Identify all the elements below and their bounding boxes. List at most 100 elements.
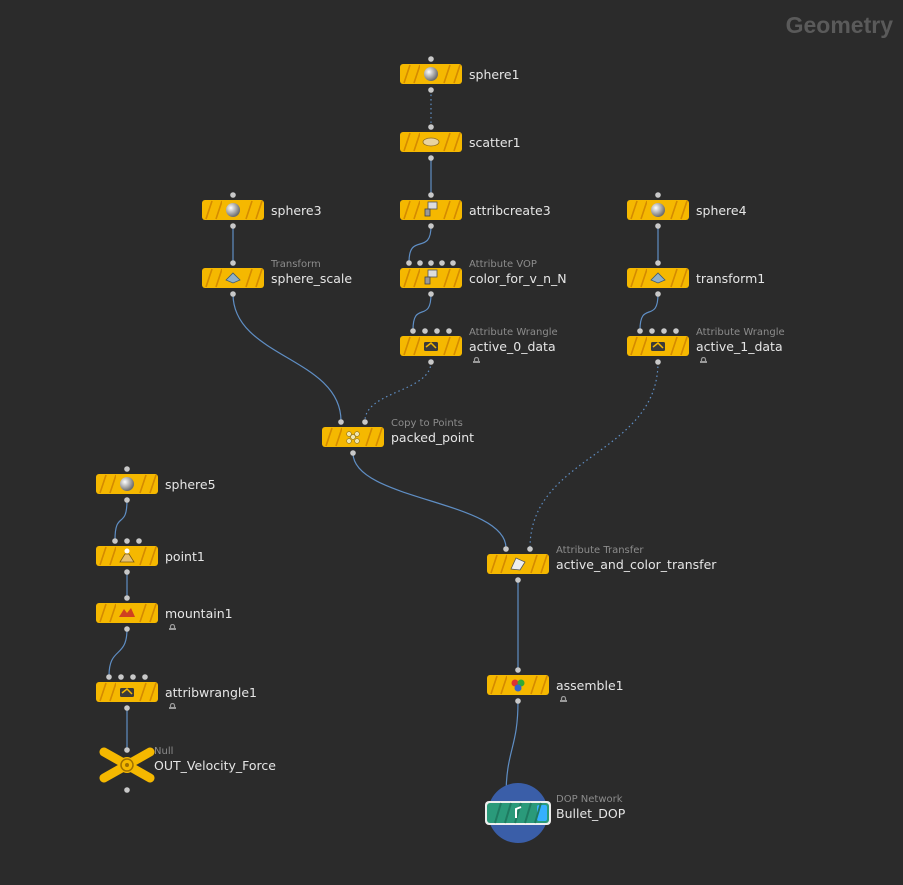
input-port[interactable]	[130, 674, 136, 680]
input-port[interactable]	[362, 419, 368, 425]
input-port[interactable]	[673, 328, 679, 334]
output-port[interactable]	[350, 450, 356, 456]
node-label-attribcreate3[interactable]: attribcreate3	[469, 203, 551, 218]
node-label-scatter1[interactable]: scatter1	[469, 135, 521, 150]
input-port[interactable]	[230, 192, 236, 198]
input-port[interactable]	[637, 328, 643, 334]
node-active_1_data[interactable]	[627, 328, 689, 365]
node-label-sphere3[interactable]: sphere3	[271, 203, 322, 218]
node-label-sphere5[interactable]: sphere5	[165, 477, 216, 492]
node-active_0_data[interactable]	[400, 328, 462, 365]
output-port[interactable]	[655, 223, 661, 229]
input-port[interactable]	[446, 328, 452, 334]
node-Bullet_DOP[interactable]	[485, 783, 551, 843]
output-port[interactable]	[124, 626, 130, 632]
input-port[interactable]	[655, 260, 661, 266]
wire-attribcreate3-to-color_for_v_n_N[interactable]	[408, 225, 432, 263]
input-port[interactable]	[136, 538, 142, 544]
node-packed_point[interactable]	[322, 419, 384, 456]
output-port[interactable]	[428, 155, 434, 161]
node-label-transform1[interactable]: transform1	[696, 271, 766, 286]
output-port[interactable]	[515, 698, 521, 704]
input-port[interactable]	[434, 328, 440, 334]
output-port[interactable]	[124, 787, 130, 793]
node-label-active_1_data[interactable]: active_1_data	[696, 339, 783, 354]
node-label-active_and_color_transfer[interactable]: active_and_color_transfer	[556, 557, 717, 572]
node-label-sphere4[interactable]: sphere4	[696, 203, 747, 218]
node-attribcreate3[interactable]	[400, 192, 462, 229]
output-port[interactable]	[428, 291, 434, 297]
node-label-sphere_scale[interactable]: sphere_scale	[271, 271, 353, 286]
output-port[interactable]	[230, 291, 236, 297]
node-label-assemble1[interactable]: assemble1	[556, 678, 624, 693]
input-port[interactable]	[124, 595, 130, 601]
input-port[interactable]	[230, 260, 236, 266]
input-port[interactable]	[422, 328, 428, 334]
input-port[interactable]	[410, 328, 416, 334]
output-port[interactable]	[428, 223, 434, 229]
node-label-point1[interactable]: point1	[165, 549, 205, 564]
output-port[interactable]	[124, 569, 130, 575]
input-port[interactable]	[338, 419, 344, 425]
node-OUT_Velocity_Force[interactable]	[99, 747, 155, 793]
output-port[interactable]	[230, 223, 236, 229]
node-sphere3[interactable]	[202, 192, 264, 229]
input-port[interactable]	[649, 328, 655, 334]
input-port[interactable]	[118, 674, 124, 680]
node-active_and_color_transfer[interactable]	[487, 546, 549, 583]
wire-active_0_data-to-packed_point[interactable]	[364, 361, 432, 422]
wire-assemble1-to-Bullet_DOP[interactable]	[505, 700, 519, 798]
node-point1[interactable]	[96, 538, 158, 575]
node-sphere4[interactable]	[627, 192, 689, 229]
output-port[interactable]	[428, 359, 434, 365]
wire-packed_point-to-active_and_color_transfer[interactable]	[352, 452, 507, 549]
input-port[interactable]	[406, 260, 412, 266]
input-port[interactable]	[106, 674, 112, 680]
wire-mountain1-to-attribwrangle1[interactable]	[108, 628, 128, 677]
input-port[interactable]	[124, 538, 130, 544]
input-port[interactable]	[417, 260, 423, 266]
output-port[interactable]	[428, 87, 434, 93]
input-port[interactable]	[450, 260, 456, 266]
input-port[interactable]	[503, 546, 509, 552]
node-transform1[interactable]	[627, 260, 689, 297]
wire-color_for_v_n_N-to-active_0_data[interactable]	[412, 293, 432, 331]
output-port[interactable]	[655, 359, 661, 365]
input-port[interactable]	[661, 328, 667, 334]
output-port[interactable]	[515, 577, 521, 583]
wire-sphere5-to-point1[interactable]	[114, 499, 128, 541]
node-label-mountain1[interactable]: mountain1	[165, 606, 233, 621]
input-port[interactable]	[112, 538, 118, 544]
input-port[interactable]	[124, 466, 130, 472]
wire-sphere_scale-to-packed_point[interactable]	[232, 293, 342, 422]
node-label-sphere1[interactable]: sphere1	[469, 67, 520, 82]
input-port[interactable]	[428, 124, 434, 130]
node-label-attribwrangle1[interactable]: attribwrangle1	[165, 685, 258, 700]
input-port[interactable]	[527, 546, 533, 552]
output-port[interactable]	[124, 705, 130, 711]
input-port[interactable]	[439, 260, 445, 266]
wire-active_1_data-to-active_and_color_transfer[interactable]	[529, 361, 659, 549]
node-label-packed_point[interactable]: packed_point	[391, 430, 475, 445]
node-assemble1[interactable]	[487, 667, 549, 704]
input-port[interactable]	[428, 192, 434, 198]
wire-transform1-to-active_1_data[interactable]	[639, 293, 659, 331]
node-sphere5[interactable]	[96, 466, 158, 503]
node-label-color_for_v_n_N[interactable]: color_for_v_n_N	[469, 271, 567, 286]
output-port[interactable]	[655, 291, 661, 297]
input-port[interactable]	[655, 192, 661, 198]
output-port[interactable]	[124, 497, 130, 503]
node-label-active_0_data[interactable]: active_0_data	[469, 339, 556, 354]
input-port[interactable]	[428, 56, 434, 62]
node-scatter1[interactable]	[400, 124, 462, 161]
node-label-Bullet_DOP[interactable]: Bullet_DOP	[556, 806, 626, 821]
input-port[interactable]	[142, 674, 148, 680]
input-port[interactable]	[428, 260, 434, 266]
node-sphere_scale[interactable]	[202, 260, 264, 297]
node-label-OUT_Velocity_Force[interactable]: OUT_Velocity_Force	[154, 758, 276, 773]
node-color_for_v_n_N[interactable]	[400, 260, 462, 297]
node-sphere1[interactable]	[400, 56, 462, 93]
input-port[interactable]	[124, 747, 130, 753]
node-mountain1[interactable]	[96, 595, 158, 632]
